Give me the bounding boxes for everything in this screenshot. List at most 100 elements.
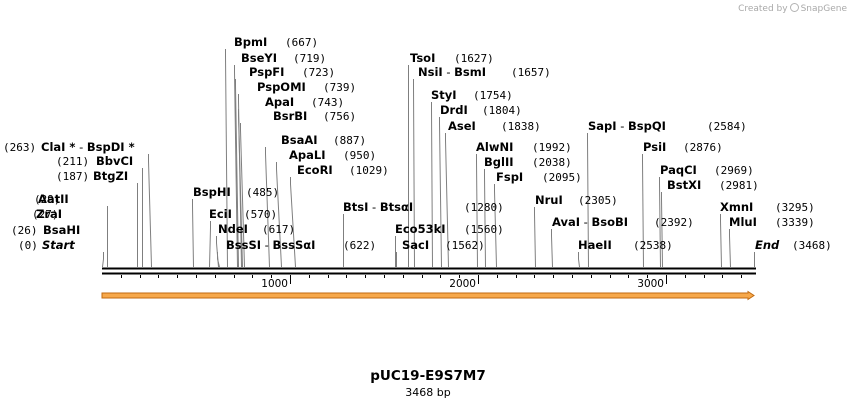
site-position: (617): [262, 223, 295, 236]
site-name[interactable]: ClaI * - BspDI *: [41, 140, 135, 154]
ruler-tick-label: 1000: [261, 278, 288, 290]
site-position: (1562): [445, 239, 485, 252]
site-position: (743): [311, 96, 344, 109]
site-leader-lines: [102, 49, 755, 268]
site-enzyme: BspQI: [628, 119, 666, 133]
site-name[interactable]: SapI - BspQI: [588, 119, 666, 133]
site-leader: [551, 229, 553, 268]
site-position: (263): [3, 141, 36, 154]
site-name[interactable]: MluI: [729, 215, 757, 229]
site-name[interactable]: EcoRI: [297, 163, 333, 177]
site-name[interactable]: ZraI: [36, 207, 62, 221]
site-leader: [720, 214, 722, 268]
site-enzyme: PaqCI: [660, 163, 697, 177]
site-enzyme: BsaHI: [43, 223, 80, 237]
site-position: (739): [323, 81, 356, 94]
site-leader: [234, 65, 238, 268]
site-enzyme: BglII: [484, 155, 514, 169]
site-name[interactable]: PaqCI: [660, 163, 697, 177]
site-name[interactable]: BpmI: [234, 35, 267, 49]
site-leader: [235, 79, 239, 268]
site-name[interactable]: DrdI: [440, 103, 468, 117]
site-position: (2538): [633, 239, 673, 252]
site-labels: Start(0)BsaHI(26)ZraI(27)AatII(29)BtgZI(…: [3, 35, 832, 252]
site-leader: [238, 94, 242, 268]
site-position: (3468): [792, 239, 832, 252]
site-name[interactable]: AlwNI: [476, 140, 513, 154]
site-position: (1657): [511, 66, 551, 79]
site-position: (2876): [683, 141, 723, 154]
site-name[interactable]: AatII: [38, 192, 69, 206]
site-position: (187): [56, 170, 89, 183]
site-name[interactable]: AvaI - BsoBI: [552, 215, 628, 229]
site-name[interactable]: End: [755, 238, 780, 252]
site-name[interactable]: Start: [42, 238, 75, 252]
site-name[interactable]: BtgZI: [93, 169, 128, 183]
site-name[interactable]: PsiI: [643, 140, 666, 154]
site-name[interactable]: NruI: [535, 193, 563, 207]
site-name[interactable]: BbvCI: [96, 154, 133, 168]
site-name[interactable]: TsoI: [410, 51, 435, 65]
site-leader: [476, 154, 478, 268]
site-leader: [445, 133, 449, 268]
site-leader: [290, 177, 296, 268]
site-leader: [238, 109, 243, 268]
site-name[interactable]: ApaLI: [289, 148, 326, 162]
site-leader: [102, 252, 104, 268]
site-name[interactable]: ApaI: [265, 95, 294, 109]
site-name[interactable]: Eco53kI: [395, 222, 446, 236]
site-position: (1029): [349, 164, 389, 177]
site-name[interactable]: NsiI - BsmI: [418, 65, 486, 79]
site-name[interactable]: BsaHI: [43, 223, 80, 237]
site-name[interactable]: BglII: [484, 155, 514, 169]
site-enzyme: ZraI: [36, 207, 62, 221]
site-name[interactable]: EciI: [209, 207, 232, 221]
site-name[interactable]: HaeII: [578, 238, 612, 252]
site-name[interactable]: BsrBI: [273, 109, 307, 123]
site-name[interactable]: SacI: [402, 238, 429, 252]
site-position: (1560): [464, 223, 504, 236]
site-enzyme: BseYI: [241, 51, 277, 65]
feature-arrow[interactable]: [101, 290, 755, 301]
site-name[interactable]: AseI: [448, 119, 476, 133]
site-position: (2038): [532, 156, 572, 169]
site-name[interactable]: BseYI: [241, 51, 277, 65]
site-enzyme: SapI: [588, 119, 617, 133]
site-enzyme: AvaI: [552, 215, 580, 229]
site-name[interactable]: NdeI: [218, 222, 248, 236]
site-name[interactable]: BspHI: [193, 185, 231, 199]
site-position: (211): [56, 155, 89, 168]
snapgene-logo-icon: [789, 3, 799, 12]
site-name[interactable]: FspI: [496, 170, 523, 184]
dna-backbone: [102, 267, 756, 275]
site-enzyme: Start: [42, 238, 75, 252]
site-enzyme: BsmI: [454, 65, 486, 79]
site-enzyme: HaeII: [578, 238, 612, 252]
site-leader: [642, 154, 644, 268]
site-name[interactable]: PspOMI: [257, 80, 306, 94]
site-position: (1280): [464, 201, 504, 214]
site-enzyme: BsrBI: [273, 109, 307, 123]
site-name[interactable]: StyI: [431, 88, 457, 102]
site-name[interactable]: XmnI: [720, 200, 753, 214]
site-position: (3339): [775, 216, 815, 229]
site-name[interactable]: BtsI - BtsαI: [343, 200, 413, 214]
site-leader: [431, 102, 433, 268]
site-name[interactable]: PspFI: [249, 65, 284, 79]
site-leader: [578, 252, 580, 268]
site-leader: [494, 184, 497, 268]
site-enzyme: BsoBI: [592, 215, 629, 229]
site-name[interactable]: BssSI - BssSαI: [226, 238, 315, 252]
site-position: (26): [11, 224, 38, 237]
site-position: (622): [343, 239, 376, 252]
site-separator: -: [617, 119, 628, 133]
site-name[interactable]: BsaAI: [281, 133, 318, 147]
site-enzyme: PspOMI: [257, 80, 306, 94]
site-enzyme: DrdI: [440, 103, 468, 117]
site-enzyme: PsiI: [643, 140, 666, 154]
site-name[interactable]: BstXI: [667, 178, 701, 192]
site-enzyme: BpmI: [234, 35, 267, 49]
site-position: (1754): [473, 89, 513, 102]
